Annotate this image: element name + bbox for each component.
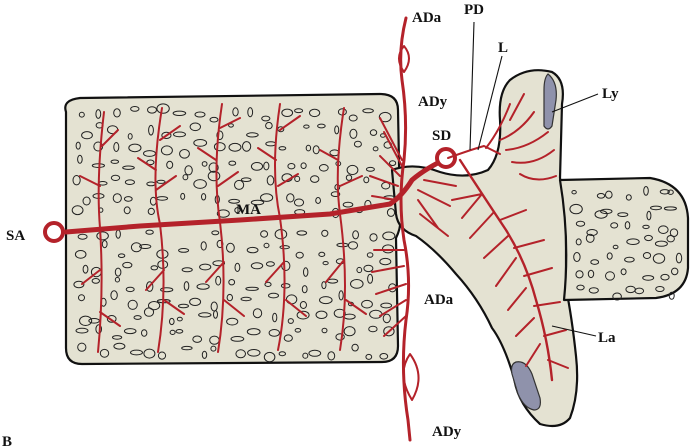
label-la: La	[598, 330, 616, 346]
label-pd: PD	[464, 2, 484, 18]
label-ly: Ly	[602, 86, 619, 102]
label-ada-top: ADa	[412, 10, 442, 26]
segmental-circle	[45, 223, 63, 241]
label-l: L	[498, 40, 508, 56]
label-sa: SA	[6, 228, 25, 244]
label-ma: MA	[236, 202, 261, 218]
label-ady-top: ADy	[418, 94, 448, 110]
label-ady-bottom: ADy	[432, 424, 462, 440]
sd-circle	[437, 149, 455, 167]
label-ada-bottom: ADa	[424, 292, 454, 308]
label-corner: B	[2, 434, 12, 446]
label-sd: SD	[432, 128, 451, 144]
